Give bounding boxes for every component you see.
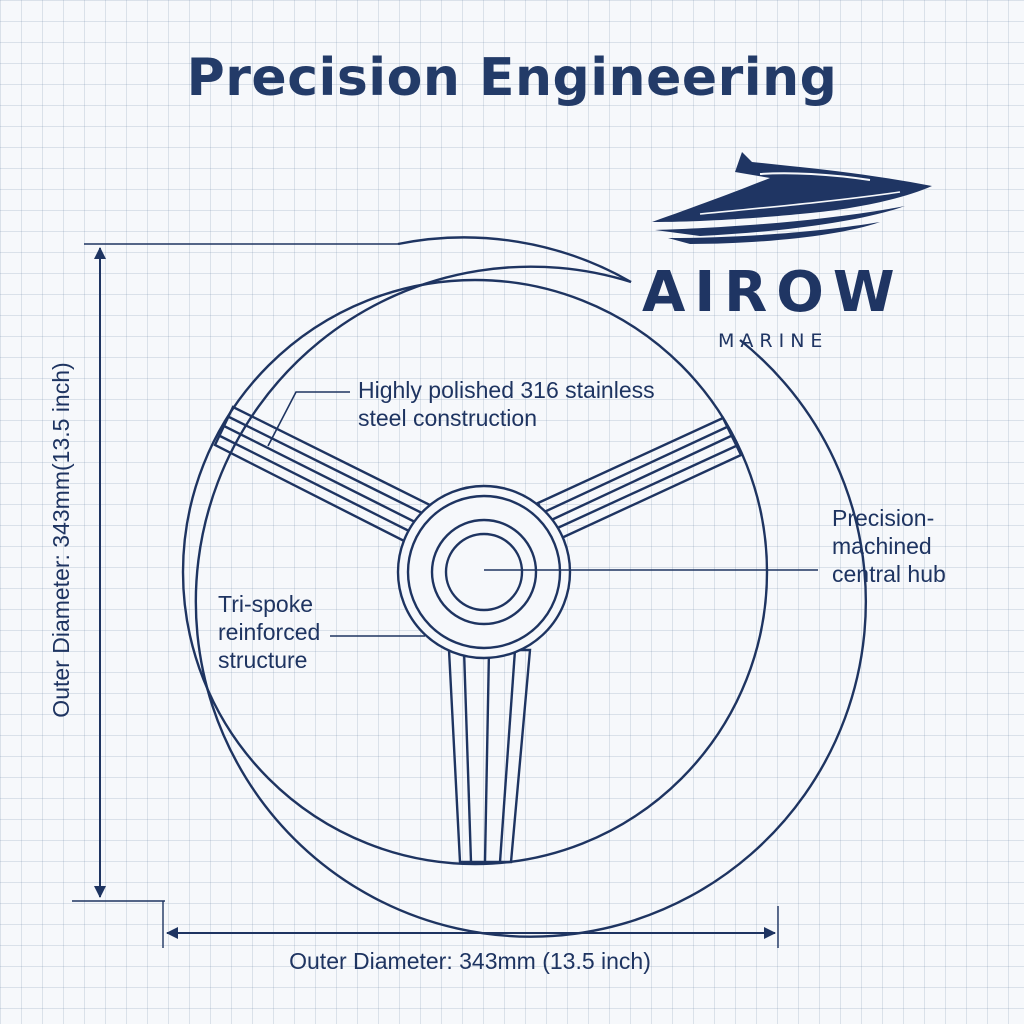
- dimension-label-vertical: Outer Diameter: 343mm(13.5 inch): [48, 362, 74, 718]
- wheel-outer-rim-top: [397, 236, 632, 284]
- central-hub: [396, 484, 572, 660]
- boat-logo-icon: [652, 152, 932, 244]
- callout-leader-material: [267, 391, 350, 447]
- callout-material: Highly polished 316 stainless steel cons…: [358, 377, 655, 431]
- callout-hub: Precision-machined central hub: [832, 505, 946, 587]
- brand-subtitle: MARINE: [718, 330, 829, 352]
- spoke-right: [536, 416, 743, 543]
- diagram-title: Precision Engineering: [186, 48, 838, 108]
- wheel-inner-rim: [181, 278, 769, 866]
- brand-name: AIROW: [642, 260, 904, 325]
- callout-spokes: Tri-spoke reinforced structure: [218, 591, 321, 673]
- spoke-bottom: [447, 648, 532, 864]
- wheel-outer-rim: [194, 265, 868, 938]
- dimension-label-horizontal: Outer Diameter: 343mm (13.5 inch): [289, 948, 651, 974]
